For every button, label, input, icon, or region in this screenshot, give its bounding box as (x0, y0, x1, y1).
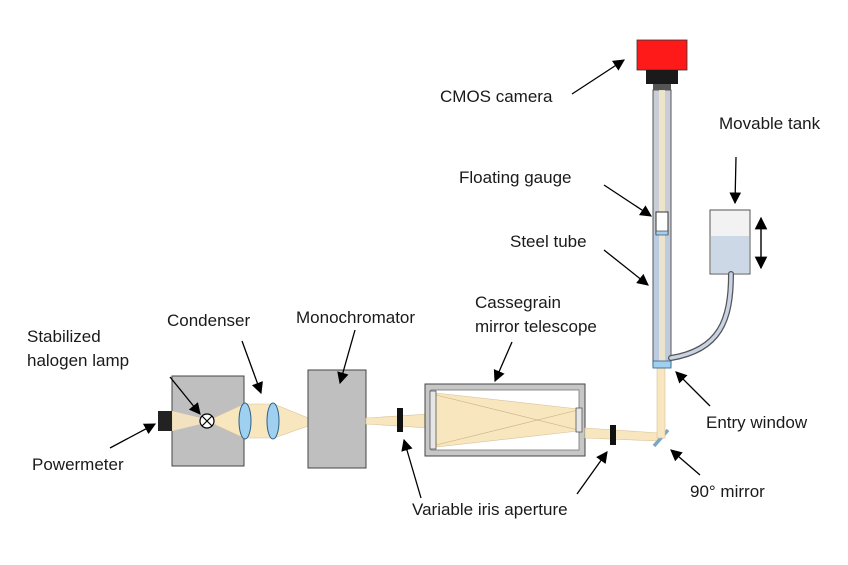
label-lamp-1: Stabilized (27, 327, 101, 346)
label-steel-tube: Steel tube (510, 232, 587, 251)
lamp-back-beam (172, 411, 205, 431)
label-floating-gauge: Floating gauge (459, 168, 571, 187)
arrow-entry-window (675, 371, 711, 407)
label-iris-aperture: Variable iris aperture (412, 500, 568, 519)
iris-aperture-1 (397, 408, 403, 432)
label-monochromator: Monochromator (296, 308, 415, 327)
monochromator-box (307, 369, 367, 469)
label-condenser: Condenser (167, 311, 251, 330)
condenser-lens-2 (266, 402, 280, 440)
telescope-ray-1 (435, 394, 579, 431)
entry-window (652, 360, 672, 369)
label-lamp-2: halogen lamp (27, 351, 129, 370)
vertical-beam (656, 367, 666, 439)
arrow-steel-tube (603, 249, 649, 286)
gauge-base (655, 230, 669, 236)
arrow-powermeter (109, 423, 157, 449)
tank-hose-inner (669, 272, 733, 360)
halogen-lamp-icon (199, 413, 215, 429)
condenser-lens-1 (238, 402, 252, 440)
arrow-iris-2 (576, 451, 608, 495)
iris-aperture-2 (610, 425, 616, 445)
arrow-monochromator (337, 329, 356, 385)
arrow-lamp (169, 376, 201, 415)
telescope-ray-2 (435, 409, 579, 446)
tank-hose (668, 271, 734, 361)
arrow-gauge (603, 184, 652, 217)
camera-body (636, 39, 688, 71)
powermeter-sensor (158, 411, 172, 431)
label-cassegrain-2: mirror telescope (475, 317, 597, 336)
label-mirror-90: 90° mirror (690, 482, 765, 501)
label-movable-tank: Movable tank (719, 114, 821, 133)
secondary-mirror (575, 407, 583, 433)
arrow-tank (729, 156, 742, 205)
label-cmos-camera: CMOS camera (440, 87, 553, 106)
primary-mirror (429, 390, 437, 450)
camera-neck (653, 84, 671, 90)
arrow-iris-1 (401, 438, 422, 499)
arrow-mirror-90 (670, 449, 701, 476)
floating-gauge (655, 211, 669, 235)
label-cassegrain-1: Cassegrain (475, 293, 561, 312)
camera-mount (646, 70, 678, 84)
telescope-to-mirror-beam (584, 427, 660, 442)
label-entry-window: Entry window (706, 413, 808, 432)
arrow-cmos (571, 59, 625, 95)
label-powermeter: Powermeter (32, 455, 124, 474)
arrow-cassegrain (493, 341, 513, 383)
tank-water (711, 236, 749, 273)
arrow-condenser (241, 340, 263, 395)
